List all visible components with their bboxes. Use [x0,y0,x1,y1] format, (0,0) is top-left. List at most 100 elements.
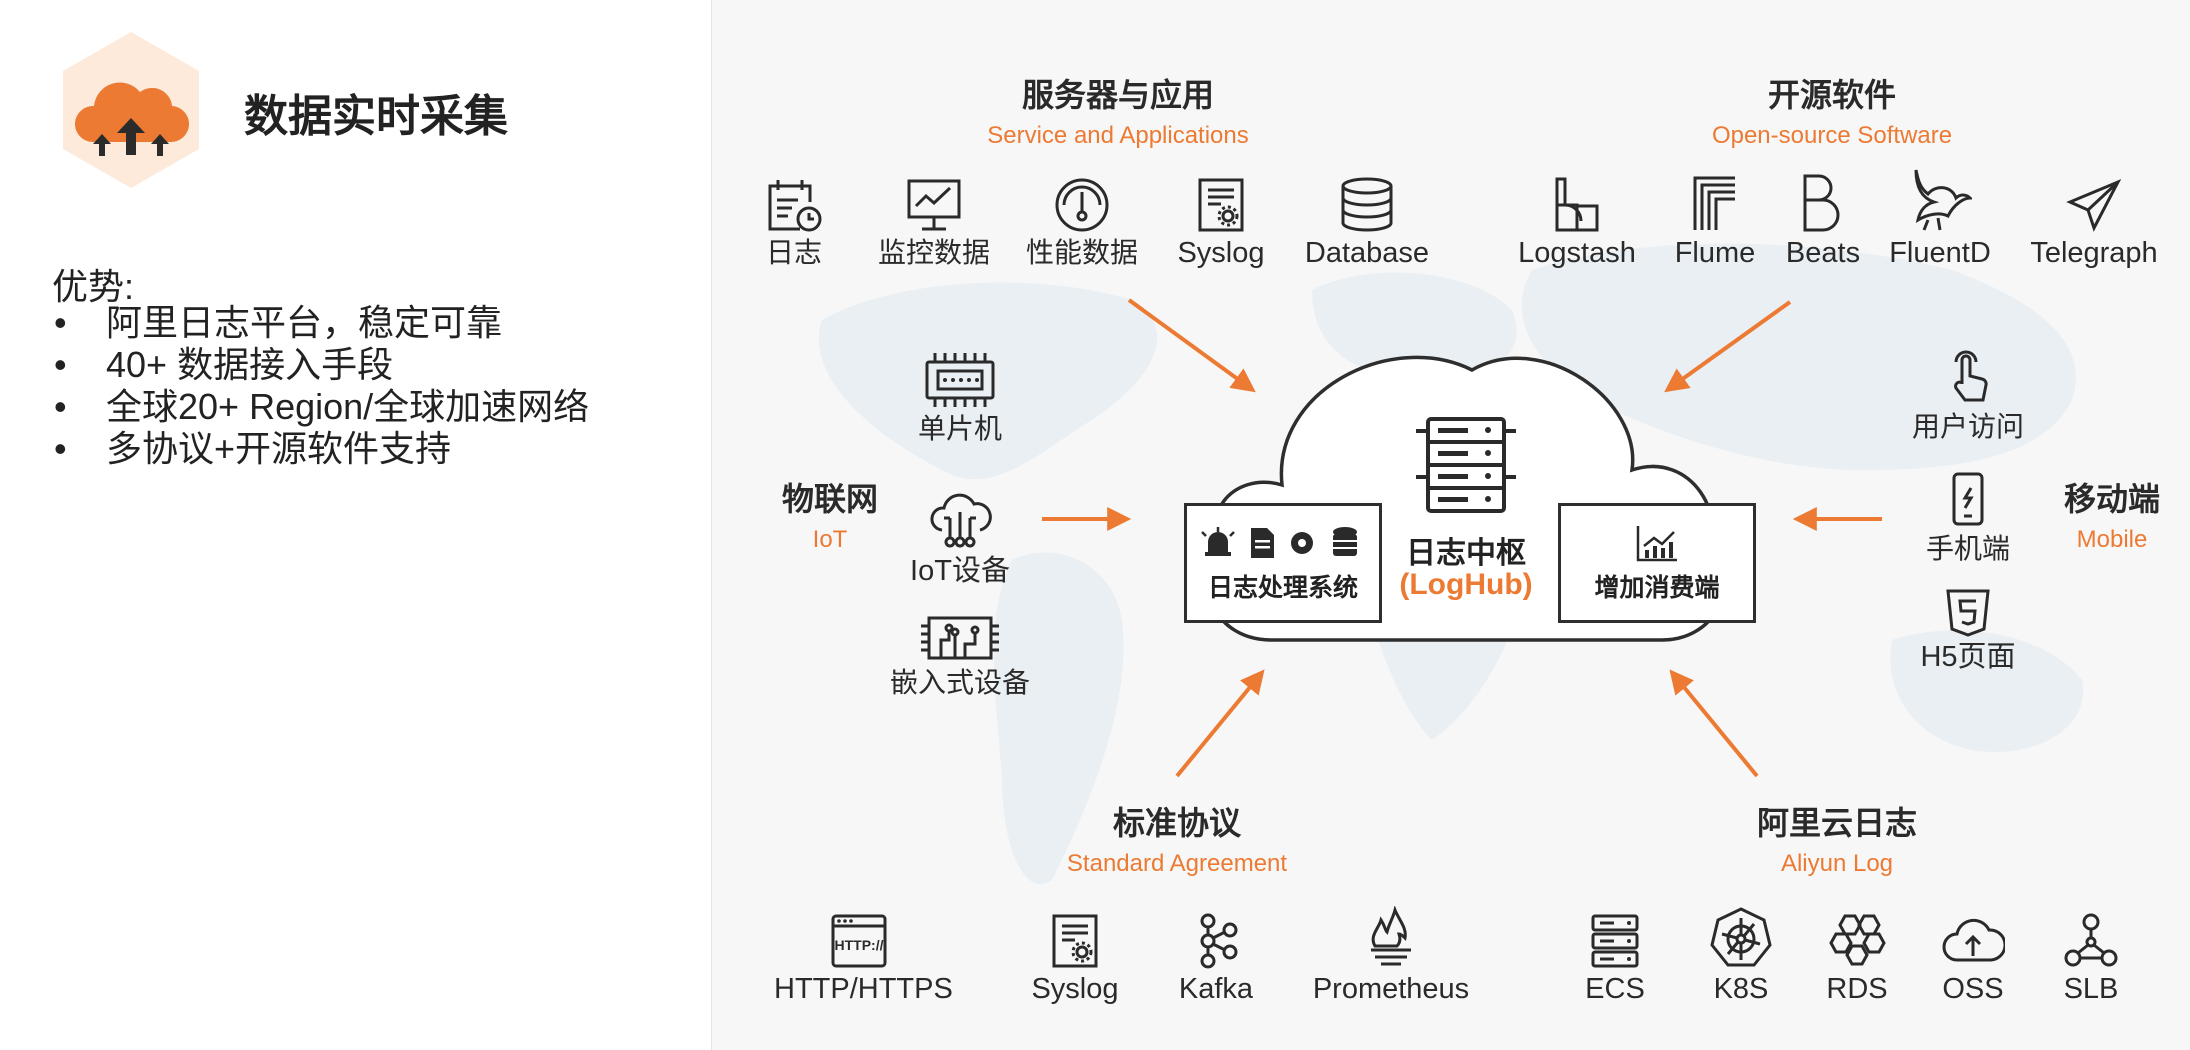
advantage-item: • 多协议+开源软件支持 [52,428,589,470]
item-label: SLB [2063,973,2119,1005]
advantages-list: •阿里日志平台，稳定可靠 •40+ 数据接入手段 •全球20+ Region/全… [52,302,589,470]
page-title: 数据实时采集 [244,92,508,141]
advantage-text: 40+ 数据接入手段 [106,344,394,385]
database-icon [1341,177,1393,232]
opensource-item-fluentd: FluentD [1878,166,2002,270]
logstash-icon [1555,177,1599,232]
aliyun-item-ecs: ECS [1560,912,1670,1006]
advantage-item: •40+ 数据接入手段 [52,344,589,386]
cloud-upload-logo-icon [63,32,199,188]
item-label: Syslog [1177,237,1265,269]
advantage-text: 多协议+开源软件支持 [106,428,452,469]
iot-cloud-icon [930,493,992,548]
flume-icon [1693,176,1735,230]
server-item-monitor: 监控数据 [864,176,1004,270]
consumer-label: 增加消费端 [1594,574,1720,602]
microcontroller-chip-icon [925,353,995,407]
http-window-icon: HTTP:// [831,914,887,968]
item-label: ECS [1585,973,1645,1005]
group-title-aliyun: 阿里云日志 [1756,805,1917,841]
server-stack-icon [1591,914,1639,968]
server-rack-icon [1416,417,1516,513]
syslog-document-icon [1052,914,1098,968]
opensource-item-logstash: Logstash [1502,176,1652,270]
opensource-item-telegraph: Telegraph [2014,176,2174,270]
group-subtitle-iot: IoT [812,526,848,553]
tap-hand-icon [1954,350,1988,402]
divider [711,0,712,1050]
processing-system-box: 日志处理系统 [1184,503,1382,623]
hexagons-icon [1829,914,1886,966]
advantage-text: 全球20+ Region/全球加速网络 [106,386,590,427]
advantage-text: 阿里日志平台，稳定可靠 [106,302,503,343]
item-label: 用户访问 [1911,411,2024,442]
advantage-item: •阿里日志平台，稳定可靠 [52,302,589,344]
group-title-opensource: 开源软件 [1767,77,1896,113]
group-subtitle-opensource: Open-source Software [1711,122,1953,149]
group-title-server: 服务器与应用 [1021,77,1214,113]
cloud-upload-icon [1942,918,2005,962]
item-label: IoT设备 [910,555,1010,587]
processing-system-label: 日志处理系统 [1207,574,1358,602]
server-item-syslog: Syslog [1158,176,1284,270]
flow-arrows [1042,298,1882,778]
item-label: RDS [1826,973,1888,1005]
arrow-server [1127,298,1256,393]
group-title-standard: 标准协议 [1112,805,1241,841]
item-label: Syslog [1031,973,1119,1005]
syslog-document-icon [1198,178,1244,232]
log-calendar-icon [768,180,822,232]
iot-item-device: IoT设备 [890,490,1030,588]
server-item-performance: 性能数据 [1012,176,1152,270]
hub-subtitle: (LogHub) [1399,568,1533,601]
item-label: Database [1304,237,1430,269]
item-label: Flume [1674,237,1756,269]
mobile-item-phone: 手机端 [1898,470,2038,566]
item-label: 嵌入式设备 [889,667,1030,698]
aliyun-item-rds: RDS [1802,912,1912,1006]
group-title-iot: 物联网 [781,481,878,517]
monitor-chart-icon [907,179,961,231]
embedded-board-icon [921,616,999,660]
kafka-icon [1200,913,1238,969]
item-label: Telegraph [2030,237,2158,269]
bullet: • [54,428,67,469]
prometheus-flame-icon [1371,906,1411,966]
file-icon [1251,528,1274,558]
group-subtitle-standard: Standard Agreement [1066,850,1288,877]
load-balancer-icon [2064,913,2118,967]
server-item-database: Database [1292,176,1442,270]
iot-item-embedded: 嵌入式设备 [880,612,1040,700]
group-subtitle-aliyun: Aliyun Log [1780,850,1894,877]
aliyun-item-k8s: K8S [1686,906,1796,1006]
telegraph-paper-plane-icon [2066,179,2122,232]
arrow-standard [1175,669,1265,778]
item-label: HTTP/HTTPS [774,973,953,1005]
item-label: 日志 [765,237,822,268]
kubernetes-icon [1710,907,1772,967]
left-panel: 数据实时采集 优势: •阿里日志平台，稳定可靠 •40+ 数据接入手段 •全球2… [0,0,712,1050]
item-label: 性能数据 [1025,237,1138,268]
iot-item-mcu: 单片机 [890,350,1030,446]
item-label: 监控数据 [877,237,990,268]
alarm-icon [1205,532,1231,556]
item-label: Kafka [1178,973,1254,1005]
mobile-item-user-access: 用户访问 [1898,348,2038,444]
item-label: Logstash [1518,237,1636,269]
item-label: Beats [1785,237,1861,269]
standard-item-syslog: Syslog [1012,912,1138,1006]
html5-icon [1946,589,1990,637]
server-item-log: 日志 [734,176,854,270]
processing-icons [1201,527,1357,558]
standard-item-prometheus: Prometheus [1296,906,1486,1006]
fluentd-bird-icon [1914,169,1972,231]
smartphone-icon [1952,472,1984,526]
advantage-item: •全球20+ Region/全球加速网络 [52,386,589,428]
item-label: OSS [1942,973,2004,1005]
item-label: K8S [1713,973,1769,1005]
aliyun-item-oss: OSS [1918,912,2028,1006]
arrow-aliyun [1669,669,1759,778]
opensource-item-flume: Flume [1656,172,1774,270]
bar-chart-icon [1636,526,1677,562]
svg-text:HTTP://: HTTP:// [835,937,884,953]
